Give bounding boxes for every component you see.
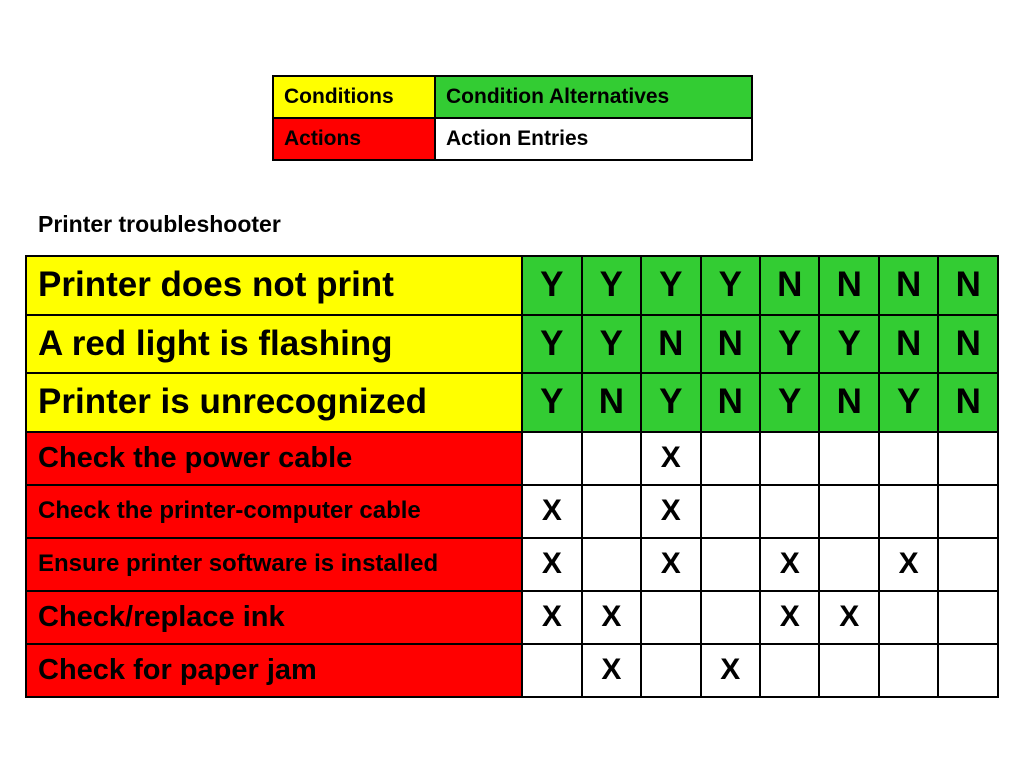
action-label: Check the printer-computer cable [24,483,524,539]
legend-row-actions: Actions Action Entries [272,117,753,161]
action-entry-cell [937,536,999,592]
action-entry-cell [640,589,702,645]
action-entry-cell: X [699,642,762,698]
action-entry-cell: X [758,536,821,592]
action-entry-cell: X [640,430,702,486]
legend-row-conditions: Conditions Condition Alternatives [272,75,753,119]
condition-alternative-cell: Y [640,255,702,316]
legend-condition-alternatives: Condition Alternatives [434,75,753,119]
action-entry-cell [580,536,643,592]
action-entry-cell [580,430,643,486]
condition-alternative-cell: Y [758,372,821,433]
action-entry-cell [699,536,762,592]
action-entry-cell [699,430,762,486]
condition-alternative-cell: Y [699,255,762,316]
condition-alternative-cell: N [699,313,762,374]
condition-label: A red light is flashing [24,313,524,374]
action-entry-cell: X [758,589,821,645]
action-entry-cell: X [521,589,583,645]
action-entry-cell [699,589,762,645]
condition-alternative-cell: Y [521,313,583,374]
action-entry-cell [877,642,940,698]
condition-label: Printer does not print [24,255,524,316]
action-entry-cell: X [521,536,583,592]
condition-alternative-cell: Y [877,372,940,433]
condition-label: Printer is unrecognized [24,372,524,433]
condition-alternative-cell: N [877,255,940,316]
action-entry-cell [818,642,880,698]
legend-table: Conditions Condition Alternatives Action… [272,75,753,161]
action-entry-cell [640,642,702,698]
condition-alternative-cell: N [580,372,643,433]
action-entry-cell [699,483,762,539]
action-entry-cell [937,642,999,698]
action-entry-cell [937,430,999,486]
condition-alternative-cell: N [877,313,940,374]
condition-alternative-cell: N [937,372,999,433]
action-entry-cell [818,483,880,539]
condition-alternative-cell: Y [758,313,821,374]
action-entry-cell: X [521,483,583,539]
action-entry-cell [818,430,880,486]
action-entry-cell [580,483,643,539]
action-entry-cell: X [877,536,940,592]
condition-alternative-cell: N [640,313,702,374]
condition-alternative-cell: N [818,372,880,433]
action-label: Check the power cable [24,430,524,486]
condition-alternative-cell: Y [640,372,702,433]
condition-alternative-cell: Y [580,255,643,316]
action-entry-cell: X [818,589,880,645]
legend-actions: Actions [272,117,436,161]
legend-action-entries: Action Entries [434,117,753,161]
action-entry-cell: X [580,642,643,698]
action-entry-cell [877,483,940,539]
action-entry-cell [877,430,940,486]
condition-alternative-cell: N [699,372,762,433]
table-title: Printer troubleshooter [38,211,281,237]
action-entry-cell [521,430,583,486]
legend-conditions: Conditions [272,75,436,119]
condition-alternative-cell: N [818,255,880,316]
action-entry-cell [877,589,940,645]
action-label: Ensure printer software is installed [24,536,524,592]
condition-alternative-cell: Y [818,313,880,374]
action-label: Check/replace ink [24,589,524,645]
action-entry-cell [818,536,880,592]
action-entry-cell: X [640,536,702,592]
action-entry-cell [758,483,821,539]
action-label: Check for paper jam [24,642,524,698]
action-entry-cell [937,589,999,645]
condition-alternative-cell: Y [580,313,643,374]
condition-alternative-cell: Y [521,255,583,316]
condition-alternative-cell: Y [521,372,583,433]
action-entry-cell [521,642,583,698]
action-entry-cell [937,483,999,539]
action-entry-cell [758,642,821,698]
action-entry-cell: X [640,483,702,539]
action-row: Check the power cable X [24,430,999,486]
action-entry-cell: X [580,589,643,645]
action-entry-cell [758,430,821,486]
condition-alternative-cell: N [937,313,999,374]
condition-alternative-cell: N [758,255,821,316]
condition-alternative-cell: N [937,255,999,316]
